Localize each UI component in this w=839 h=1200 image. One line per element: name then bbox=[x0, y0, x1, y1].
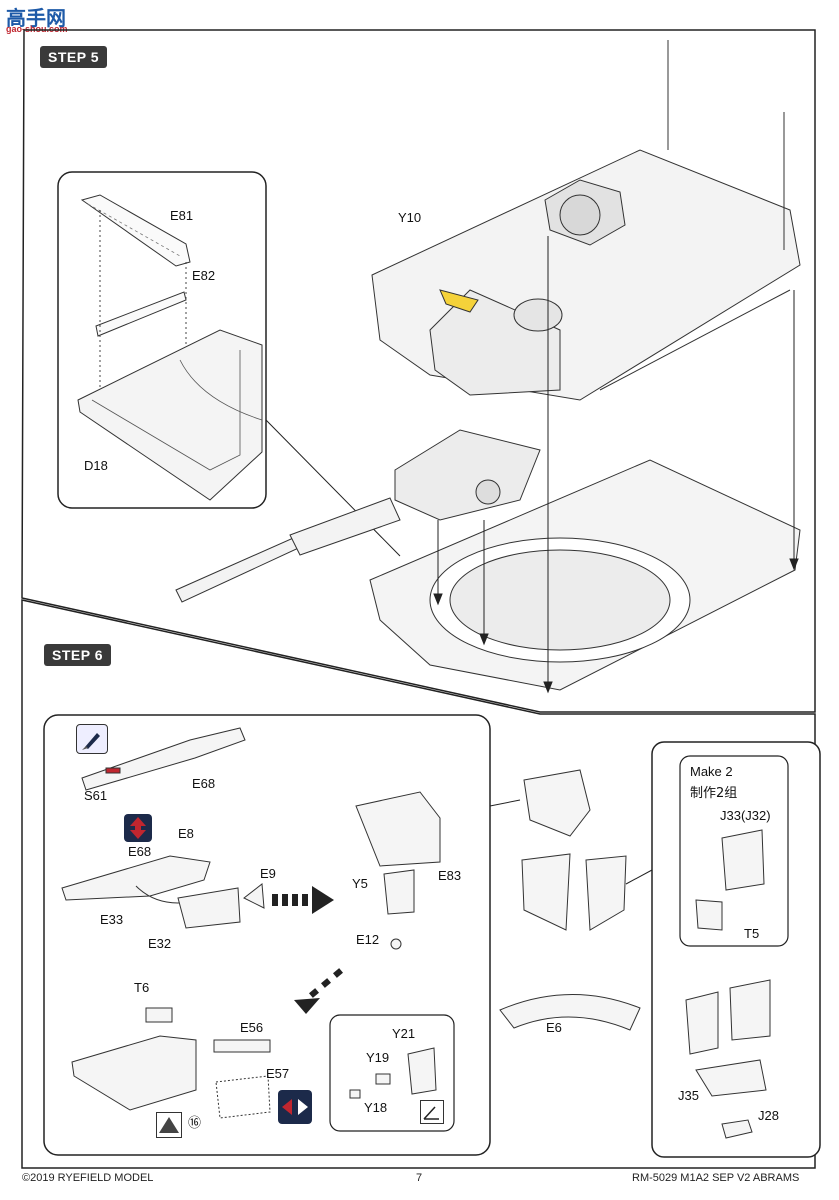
label-make2-cn: 制作2组 bbox=[690, 786, 738, 801]
label-e82: E82 bbox=[192, 268, 216, 283]
watermark-url: gao-shou.com bbox=[6, 24, 68, 34]
label-e6: E6 bbox=[546, 1020, 562, 1035]
step5-badge: STEP 5 bbox=[40, 46, 107, 68]
mount-y5 bbox=[355, 791, 441, 950]
machine-gun-e33 bbox=[61, 855, 265, 929]
label-y18: Y18 bbox=[364, 1100, 388, 1115]
paint-color-icon bbox=[156, 1112, 182, 1138]
label-e9: E9 bbox=[260, 866, 276, 881]
label-j28: J28 bbox=[758, 1108, 779, 1123]
step6-badge: STEP 6 bbox=[44, 644, 111, 666]
label-t6: T6 bbox=[134, 980, 150, 995]
watermark-text-cn: 高手网 bbox=[6, 6, 66, 30]
footer-product-code: RM-5029 M1A2 SEP V2 ABRAMS bbox=[632, 1172, 800, 1184]
label-e33: E33 bbox=[100, 912, 124, 927]
label-t5: T5 bbox=[744, 926, 760, 941]
flip-icon bbox=[278, 1090, 312, 1124]
label-e83: E83 bbox=[438, 868, 462, 883]
label-d18: D18 bbox=[84, 458, 108, 473]
label-e32: E32 bbox=[148, 936, 172, 951]
label-y21: Y21 bbox=[392, 1026, 416, 1041]
label-circled-16: ⑯ bbox=[188, 1115, 202, 1130]
hull-lower bbox=[369, 459, 801, 691]
label-s61: S61 bbox=[84, 788, 108, 803]
mount-e6 bbox=[499, 769, 641, 1031]
label-j33: J33(J32) bbox=[720, 808, 771, 823]
machine-gun-t6 bbox=[71, 1007, 271, 1119]
label-e57: E57 bbox=[266, 1066, 290, 1081]
watermark-logo: 高手网 gao-shou.com bbox=[2, 2, 72, 34]
label-make2: Make 2 bbox=[690, 764, 733, 779]
label-e56: E56 bbox=[240, 1020, 264, 1035]
rotate-icon bbox=[124, 814, 152, 842]
paint-brush-icon bbox=[76, 724, 108, 754]
label-j35: J35 bbox=[678, 1088, 699, 1103]
label-e12: E12 bbox=[356, 932, 380, 947]
footer-page-number: 7 bbox=[416, 1172, 423, 1184]
label-e8: E8 bbox=[178, 826, 194, 841]
label-e68a: E68 bbox=[192, 776, 216, 791]
label-y10: Y10 bbox=[398, 210, 422, 225]
turret-upper bbox=[371, 40, 801, 401]
label-e81: E81 bbox=[170, 208, 194, 223]
main-gun bbox=[175, 429, 541, 603]
machine-gun-s61 bbox=[81, 727, 246, 791]
label-e68b: E68 bbox=[128, 844, 152, 859]
label-y19: Y19 bbox=[366, 1050, 390, 1065]
glue-icon bbox=[420, 1100, 444, 1124]
label-y5: Y5 bbox=[352, 876, 368, 891]
footer-copyright: ©2019 RYEFIELD MODEL bbox=[22, 1172, 154, 1184]
